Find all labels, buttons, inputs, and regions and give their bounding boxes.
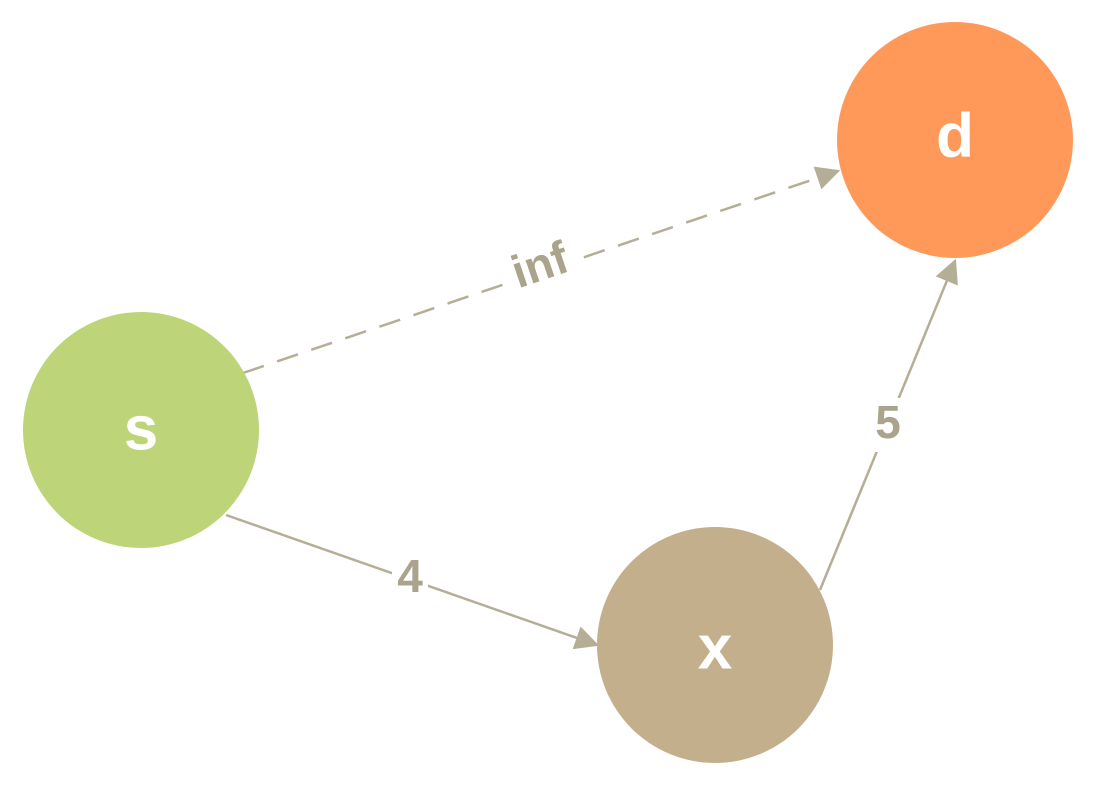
edge-x-to-d-label-bg xyxy=(868,398,908,452)
edge-s-to-d-label-bg xyxy=(494,228,587,304)
edge-s-to-x-label: 4 xyxy=(397,550,423,602)
node-d: d xyxy=(837,22,1073,258)
node-d-circle xyxy=(837,22,1073,258)
edge-s-to-d: inf xyxy=(242,166,841,375)
edge-s-to-d-line xyxy=(242,166,841,375)
node-s-circle xyxy=(23,312,259,548)
node-d-label: d xyxy=(936,101,974,170)
node-x-label: x xyxy=(698,613,733,682)
node-s: s xyxy=(23,312,259,548)
node-x-circle xyxy=(597,527,833,763)
node-s-label: s xyxy=(124,394,158,463)
edge-x-to-d: 5 xyxy=(818,258,958,591)
node-x: x xyxy=(597,527,833,763)
edge-s-to-x-label-bg xyxy=(392,553,428,605)
edge-x-to-d-label: 5 xyxy=(875,396,901,448)
edge-s-to-x: 4 xyxy=(225,513,600,650)
